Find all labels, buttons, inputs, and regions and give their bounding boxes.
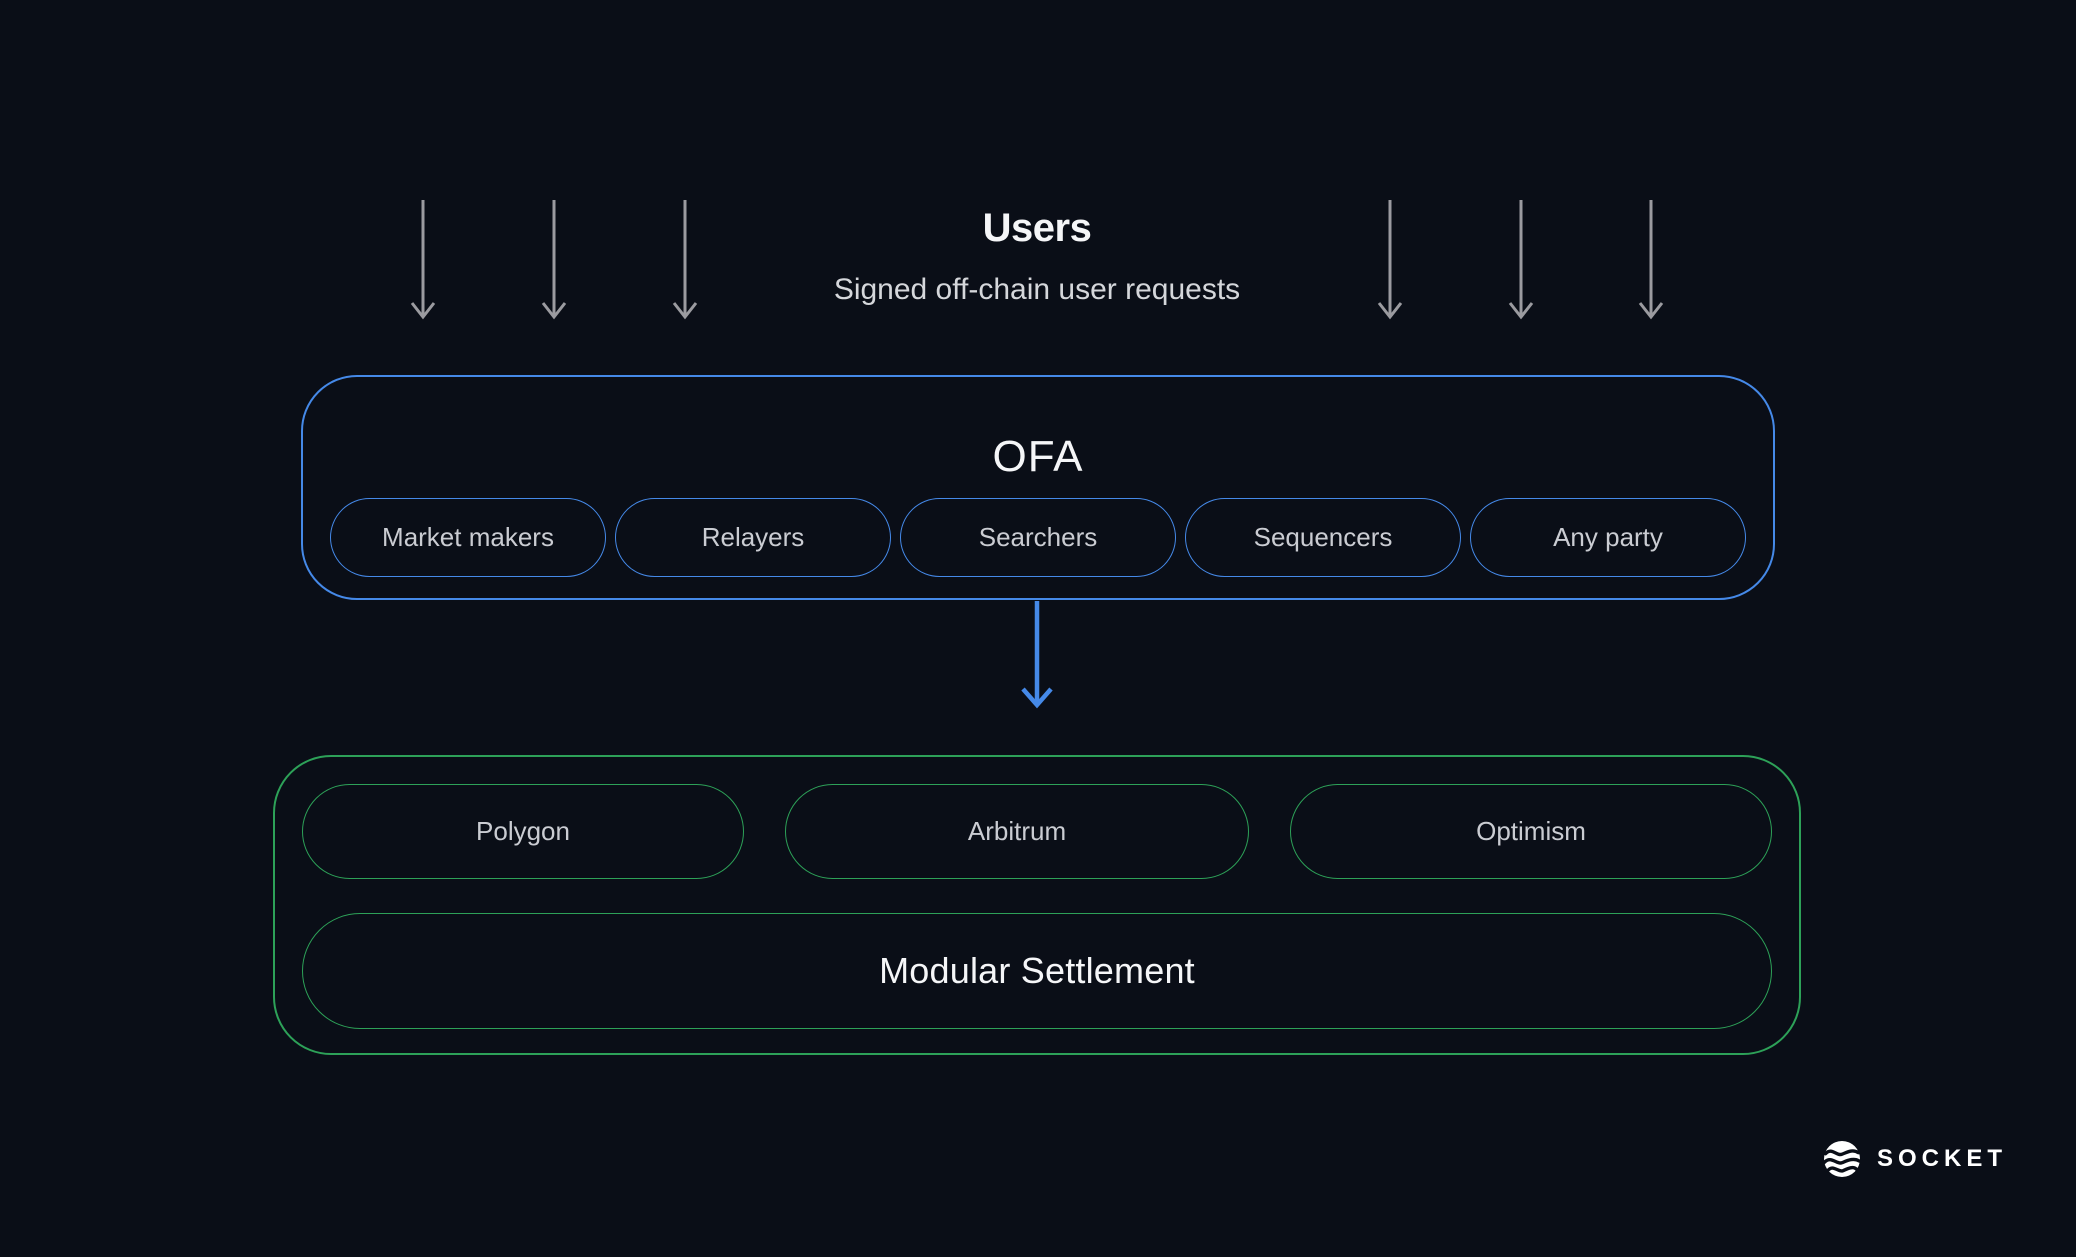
down-arrow-icon <box>410 200 436 320</box>
users-subtitle: Signed off-chain user requests <box>833 273 1241 306</box>
flow-down-arrow-icon <box>1021 601 1053 709</box>
ofa-container: OFA Market makers Relayers Searchers Seq… <box>301 375 1775 600</box>
down-arrow-icon <box>1638 200 1664 320</box>
down-arrow-icon <box>672 200 698 320</box>
brand-footer: SOCKET <box>1824 1141 2007 1177</box>
chain-pill-polygon: Polygon <box>302 784 744 879</box>
down-arrow-icon <box>1377 200 1403 320</box>
ofa-pill-row: Market makers Relayers Searchers Sequenc… <box>330 498 1746 577</box>
chain-pill-optimism: Optimism <box>1290 784 1772 879</box>
ofa-pill-market-makers: Market makers <box>330 498 606 577</box>
modular-settlement-box: Modular Settlement <box>302 913 1772 1029</box>
ofa-pill-sequencers: Sequencers <box>1185 498 1461 577</box>
ofa-title: OFA <box>992 432 1084 481</box>
down-arrow-icon <box>541 200 567 320</box>
users-header: Users Signed off-chain user requests <box>637 204 1437 308</box>
down-arrow-icon <box>1508 200 1534 320</box>
ofa-pill-searchers: Searchers <box>900 498 1176 577</box>
settlement-container: Polygon Arbitrum Optimism Modular Settle… <box>273 755 1801 1055</box>
ofa-pill-relayers: Relayers <box>615 498 891 577</box>
modular-settlement-label: Modular Settlement <box>879 950 1195 991</box>
chain-pill-row: Polygon Arbitrum Optimism <box>302 784 1772 879</box>
chain-pill-arbitrum: Arbitrum <box>785 784 1249 879</box>
ofa-pill-any-party: Any party <box>1470 498 1746 577</box>
brand-name: SOCKET <box>1877 1145 2008 1172</box>
users-title: Users <box>982 206 1092 250</box>
socket-globe-wave-icon <box>1824 1141 1860 1177</box>
